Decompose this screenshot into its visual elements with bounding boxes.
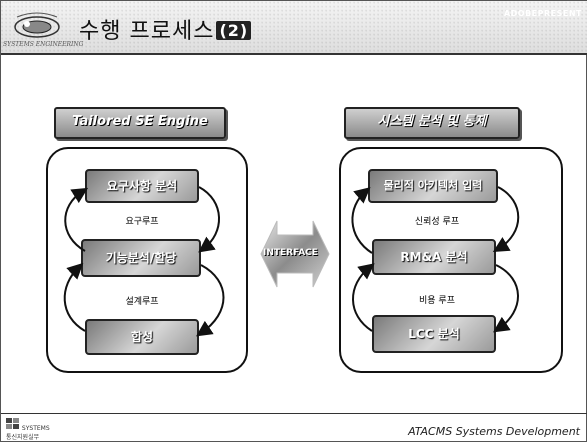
header-bar: SYSTEMS ENGINEERING 수행 프로세스(2) ADOBEPRES…: [1, 1, 587, 55]
right-loop-up-1: [351, 187, 373, 254]
loop-label-requirements: 요구루프: [125, 217, 159, 227]
footer-logo-text: SYSTEMS: [21, 425, 50, 432]
footer-logo-subtext: 통신지원실무: [6, 434, 40, 441]
loop-label-cost: 비용 루프: [419, 296, 455, 306]
right-loop-down-2: [493, 264, 519, 333]
node-synthesis: 합성: [85, 319, 199, 355]
right-loop-down-1: [492, 186, 520, 253]
right-loop-up-2: [352, 263, 375, 332]
footer-logo-icon: [6, 418, 19, 429]
left-loop-down-1: [198, 186, 220, 253]
center-arrow-label: INTERFACE: [263, 248, 318, 258]
logo-caption: SYSTEMS ENGINEERING: [3, 41, 84, 48]
page-title-text: 수행 프로세스: [79, 19, 215, 44]
footer-text: ATACMS Systems Development: [408, 425, 580, 438]
left-loop-up-2: [63, 262, 86, 332]
left-panel-title: Tailored SE Engine: [54, 107, 226, 139]
node-physical-architecture-input: 물리적 아키텍처 입력: [368, 169, 498, 203]
footer-logo: SYSTEMS 통신지원실무: [6, 418, 50, 441]
left-loop-down-2: [196, 264, 225, 337]
center-double-arrow-icon: [260, 220, 330, 288]
node-requirements-analysis: 요구사항 분석: [85, 169, 199, 203]
left-loop-up-1: [64, 187, 89, 252]
footer-divider: [1, 413, 587, 414]
page-title: 수행 프로세스(2): [79, 13, 252, 45]
page-title-number: (2): [216, 21, 252, 40]
loop-label-design: 설계루프: [125, 297, 159, 307]
node-rma-analysis: RM&A 분석: [372, 239, 496, 275]
node-functional-analysis: 기능분석/할당: [81, 239, 201, 277]
loop-label-reliability: 신뢰성 루프: [414, 217, 460, 227]
right-panel-title: 시스템 분석 및 통제: [344, 107, 520, 139]
node-lcc-analysis: LCC 분석: [372, 315, 496, 353]
globe-logo-icon: [14, 12, 60, 38]
header-tag: ADOBEPRESENT: [503, 9, 582, 18]
